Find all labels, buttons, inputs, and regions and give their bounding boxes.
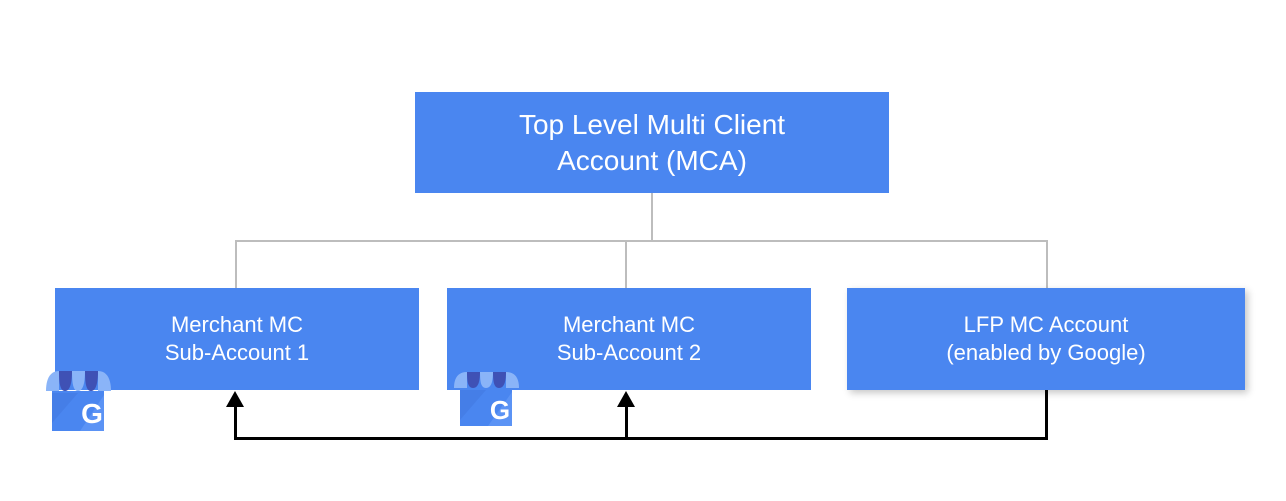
feedback-connector-riser-sub-account-1	[234, 405, 237, 440]
feedback-connector-horizontal-bar	[234, 437, 1048, 440]
feedback-arrow-head-sub-account-2	[617, 391, 635, 407]
node-top-level-mca-label: Top Level Multi Client Account (MCA)	[518, 108, 786, 176]
node-lfp-mc-account[interactable]: LFP MC Account (enabled by Google)	[847, 288, 1245, 390]
google-business-profile-icon: G	[454, 372, 519, 426]
feedback-connector-riser-sub-account-2	[625, 405, 628, 440]
feedback-connector-source-riser	[1045, 390, 1048, 440]
google-g-glyph: G	[81, 398, 103, 429]
tree-connector-drop-sub-account-2	[625, 240, 627, 288]
feedback-arrow-head-sub-account-1	[226, 391, 244, 407]
node-merchant-sub-account-1[interactable]: Merchant MC Sub-Account 1	[55, 288, 419, 390]
tree-connector-horizontal-bar	[235, 240, 1048, 242]
tree-connector-drop-lfp-account	[1046, 240, 1048, 288]
google-business-profile-icon: G	[46, 371, 111, 431]
node-top-level-mca[interactable]: Top Level Multi Client Account (MCA)	[415, 92, 889, 193]
google-g-glyph: G	[490, 395, 510, 425]
node-merchant-sub-account-2-label: Merchant MC Sub-Account 2	[556, 311, 702, 365]
tree-connector-stem	[651, 193, 653, 242]
tree-connector-drop-sub-account-1	[235, 240, 237, 288]
node-lfp-mc-account-label: LFP MC Account (enabled by Google)	[946, 311, 1146, 365]
node-merchant-sub-account-1-label: Merchant MC Sub-Account 1	[164, 311, 310, 365]
